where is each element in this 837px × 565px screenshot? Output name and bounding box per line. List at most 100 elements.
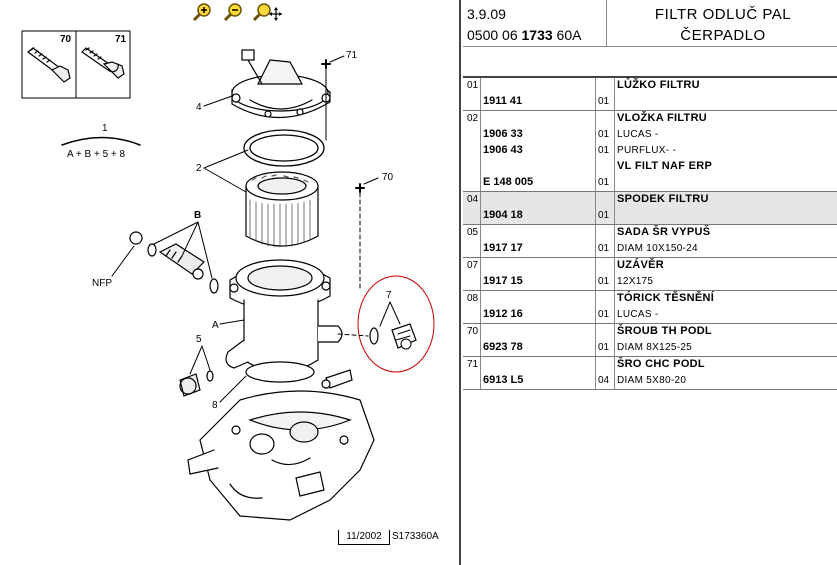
part-row-70[interactable]: 70 ŠROUB TH PODL DIAM 8X125-25 6923 78 01 <box>463 324 837 357</box>
part-reference[interactable]: 1904 18 <box>483 209 523 221</box>
part-reference[interactable]: 1911 41 <box>483 95 523 107</box>
part-row-line: 1904 18 01 <box>463 208 837 224</box>
column-divider <box>614 192 615 224</box>
part-number: 71 <box>467 359 479 370</box>
column-divider <box>595 78 596 110</box>
part-row-line: 08 TÓRICK TĚSNĚNÍ <box>463 291 837 307</box>
part-row-line: 05 SADA ŠR VYPUŠ <box>463 225 837 241</box>
part-quantity: 01 <box>598 96 610 107</box>
part-row-line: 70 ŠROUB TH PODL <box>463 324 837 340</box>
part-description: TÓRICK TĚSNĚNÍ <box>617 292 715 304</box>
catalog-date: 3.9.09 <box>467 6 506 22</box>
part-reference[interactable]: 1917 15 <box>483 275 523 287</box>
part-quantity: 01 <box>598 276 610 287</box>
column-divider <box>614 78 615 110</box>
part-row-04[interactable]: 04 SPODEK FILTRU 1904 18 01 <box>463 192 837 225</box>
callout-5: 5 <box>196 334 202 345</box>
parts-info-pane: 3.9.09 0500 06 1733 60A FILTR ODLUČ PAL … <box>463 0 837 565</box>
part-number: 01 <box>467 80 479 91</box>
title-line-1: FILTR ODLUČ PAL <box>654 6 792 23</box>
filter-element-illustration <box>245 171 319 248</box>
screw-70-illustration <box>27 47 71 83</box>
zoom-pan-icon[interactable] <box>252 2 282 22</box>
header-divider <box>606 0 607 46</box>
column-divider <box>595 324 596 356</box>
callout-70-box: 70 <box>60 34 72 45</box>
pane-divider <box>459 0 461 565</box>
part-number: 04 <box>467 194 479 205</box>
filter-cap-illustration <box>231 49 331 119</box>
part-description: SPODEK FILTRU <box>617 193 709 205</box>
filter-housing-illustration <box>225 259 343 383</box>
part-description: PURFLUX- - <box>617 145 677 156</box>
part-description: SADA ŠR VYPUŠ <box>617 226 711 238</box>
zoom-in-icon[interactable] <box>192 2 212 22</box>
part-reference[interactable]: 1906 43 <box>483 144 523 156</box>
part-quantity: 01 <box>598 342 610 353</box>
column-divider <box>595 291 596 323</box>
part-number: 05 <box>467 227 479 238</box>
column-divider <box>614 324 615 356</box>
drawing-code: S173360A <box>392 531 439 542</box>
column-divider <box>595 357 596 389</box>
callout-NFP: NFP <box>92 278 112 289</box>
part-description: ŠROUB TH PODL <box>617 325 712 337</box>
column-divider <box>480 225 481 257</box>
callout-7: 7 <box>386 290 392 301</box>
part-row-line: 1911 41 01 <box>463 94 837 110</box>
callout-2: 2 <box>196 163 202 174</box>
reference-suffix: 60A <box>552 27 582 43</box>
part-reference[interactable]: 1912 16 <box>483 308 523 320</box>
part-row-line: 71 ŠRO CHC PODL <box>463 357 837 373</box>
part-description: DIAM 5X80-20 <box>617 375 687 386</box>
part-quantity: 01 <box>598 210 610 221</box>
part-reference[interactable]: 1906 33 <box>483 128 523 140</box>
column-divider <box>595 225 596 257</box>
assembly-formula: 1 A + B + 5 + 8 <box>61 123 141 160</box>
drawing-date-stamp: 11/2002 <box>338 530 390 545</box>
exploded-parts-diagram: 70 71 1 A + B + 5 + 8 <box>21 30 435 521</box>
zoom-out-icon[interactable] <box>223 2 243 22</box>
column-divider <box>480 291 481 323</box>
column-divider <box>595 111 596 191</box>
column-divider <box>480 192 481 224</box>
fastener-legend-box: 70 71 <box>21 30 131 99</box>
plug-7-highlight <box>357 275 435 373</box>
part-description: DIAM 8X125-25 <box>617 342 693 353</box>
part-number: 70 <box>467 326 479 337</box>
column-divider <box>614 357 615 389</box>
column-divider <box>480 111 481 191</box>
part-reference[interactable]: 6913 L5 <box>483 374 524 386</box>
part-reference[interactable]: E 148 005 <box>483 176 534 188</box>
column-divider <box>614 291 615 323</box>
part-description: ŠRO CHC PODL <box>617 358 705 370</box>
callout-71: 71 <box>346 50 358 61</box>
drain-valve-illustration <box>129 231 219 294</box>
part-reference[interactable]: 6923 78 <box>483 341 523 353</box>
part-description: VL FILT NAF ERP <box>617 160 713 172</box>
reference-main: 1733 <box>521 27 553 43</box>
part-reference[interactable]: 1917 17 <box>483 242 523 254</box>
part-description: UZÁVĚR <box>617 259 665 271</box>
column-divider <box>480 258 481 290</box>
part-number: 08 <box>467 293 479 304</box>
pump-body-illustration <box>187 369 375 521</box>
column-divider <box>480 78 481 110</box>
part-row-line: DIAM 8X125-25 6923 78 01 <box>463 340 837 356</box>
part-number: 07 <box>467 260 479 271</box>
column-divider <box>595 258 596 290</box>
